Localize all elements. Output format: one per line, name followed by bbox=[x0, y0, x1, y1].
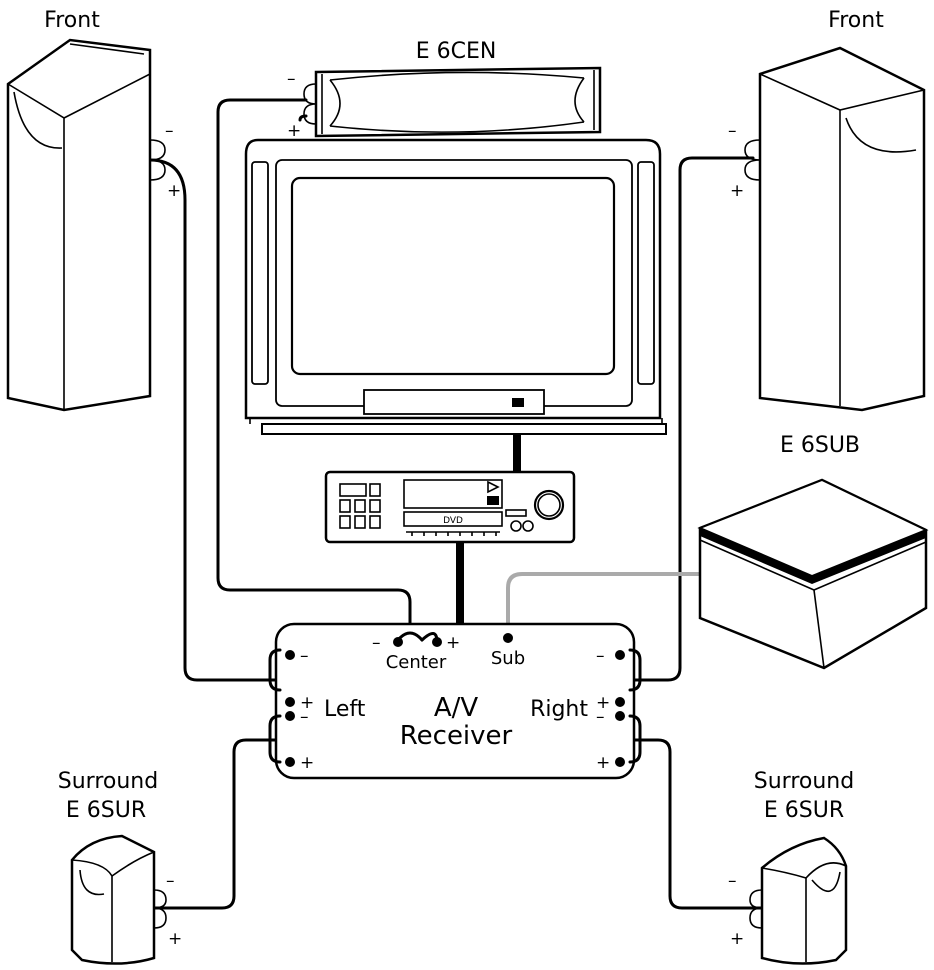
tv-power-led bbox=[512, 398, 524, 407]
tv-screen bbox=[290, 176, 616, 376]
front-left-label: Front bbox=[44, 8, 100, 33]
terminal-center-neg bbox=[393, 637, 403, 647]
pause-icon bbox=[487, 496, 499, 505]
rx-right-plus-1: + bbox=[596, 693, 610, 713]
surround-right-label-2: E 6SUR bbox=[764, 798, 844, 823]
front-right-label: Front bbox=[828, 8, 884, 33]
receiver-title-1: A/V bbox=[434, 693, 479, 723]
subwoofer: E 6SUB bbox=[697, 433, 929, 670]
dvd-tray bbox=[403, 511, 503, 527]
rx-right-minus-1: – bbox=[596, 646, 605, 666]
front-right-plus: + bbox=[730, 181, 744, 201]
terminal-left-surround-neg bbox=[285, 711, 295, 721]
television bbox=[244, 138, 667, 435]
terminal-sub bbox=[503, 633, 513, 643]
rx-center-label: Center bbox=[386, 652, 447, 673]
surround-right-speaker: Surround E 6SUR – + bbox=[728, 769, 854, 965]
rx-right-minus-2: – bbox=[596, 707, 605, 727]
surround-right-terminal bbox=[749, 889, 763, 929]
wire-center-positive bbox=[298, 114, 308, 122]
front-right-terminal bbox=[744, 139, 761, 181]
wires bbox=[148, 98, 764, 910]
wire-center-negative bbox=[216, 98, 412, 642]
surround-left-label-2: E 6SUR bbox=[66, 798, 146, 823]
receiver-title-2: Receiver bbox=[400, 721, 513, 751]
rx-sub-label: Sub bbox=[491, 648, 525, 669]
terminal-left-front-neg bbox=[285, 650, 295, 660]
surround-right-label-1: Surround bbox=[754, 769, 854, 794]
wire-right-front bbox=[630, 156, 755, 682]
av-receiver: – + – + Left – + – + Right – + Center Su… bbox=[268, 622, 642, 780]
terminal-right-front-pos bbox=[615, 697, 625, 707]
surround-left-speaker: Surround E 6SUR – + bbox=[58, 769, 182, 965]
subwoofer-label: E 6SUB bbox=[780, 433, 860, 458]
terminal-left-surround-pos bbox=[285, 757, 295, 767]
terminal-right-surround-neg bbox=[615, 711, 625, 721]
volume-knob-icon bbox=[533, 489, 565, 521]
terminal-right-front-neg bbox=[615, 650, 625, 660]
center-minus: – bbox=[287, 69, 296, 89]
wire-right-surround bbox=[630, 738, 764, 910]
wire-left-front bbox=[148, 158, 282, 682]
front-left-minus: – bbox=[165, 121, 174, 141]
surround-right-plus: + bbox=[730, 929, 744, 949]
rx-right-label: Right bbox=[530, 697, 588, 722]
dvd-label: DVD bbox=[443, 516, 463, 526]
rx-left-minus-1: – bbox=[300, 646, 309, 666]
front-right-speaker: Front – + bbox=[728, 8, 926, 412]
rx-center-minus: – bbox=[372, 633, 381, 653]
rx-left-plus-1: + bbox=[300, 693, 314, 713]
surround-right-minus: – bbox=[728, 871, 737, 891]
rx-left-label: Left bbox=[324, 697, 366, 722]
tv-right-grille bbox=[637, 161, 655, 385]
dvd-display bbox=[403, 479, 503, 509]
wire-left-surround bbox=[152, 738, 282, 910]
center-plus: + bbox=[287, 121, 301, 141]
tv-left-grille bbox=[251, 161, 269, 385]
terminal-left-front-pos bbox=[285, 697, 295, 707]
front-left-speaker: Front – + bbox=[6, 8, 181, 412]
surround-left-label-1: Surround bbox=[58, 769, 158, 794]
front-right-minus: – bbox=[728, 121, 737, 141]
rx-center-plus: + bbox=[446, 633, 460, 653]
surround-left-terminal bbox=[153, 889, 167, 929]
surround-left-minus: – bbox=[166, 871, 175, 891]
rx-left-minus-2: – bbox=[300, 707, 309, 727]
dvd-player: DVD bbox=[324, 470, 576, 544]
surround-left-plus: + bbox=[168, 929, 182, 949]
front-left-plus: + bbox=[167, 181, 181, 201]
center-speaker-label: E 6CEN bbox=[416, 39, 497, 64]
front-left-terminal bbox=[149, 139, 166, 181]
rx-right-plus-2: + bbox=[596, 753, 610, 773]
center-speaker-terminal bbox=[303, 83, 317, 125]
play-icon bbox=[487, 480, 500, 494]
wire-subwoofer bbox=[506, 572, 712, 639]
rx-left-plus-2: + bbox=[300, 753, 314, 773]
terminal-right-surround-pos bbox=[615, 757, 625, 767]
center-speaker: E 6CEN – + bbox=[287, 39, 602, 141]
